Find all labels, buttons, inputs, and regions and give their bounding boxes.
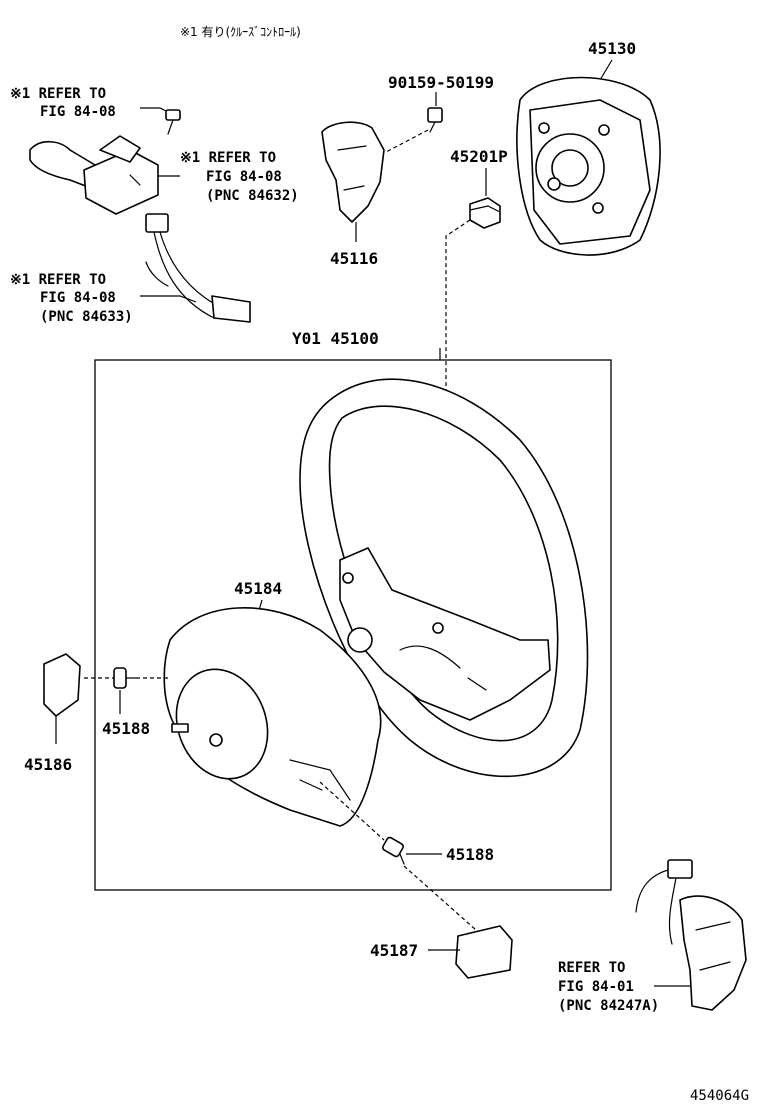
ref2-line3: (PNC 84632)	[206, 188, 299, 204]
wire-harness-icon	[145, 213, 251, 323]
part-45188a-label[interactable]: 45188	[102, 719, 150, 738]
cap-45186-icon	[43, 653, 81, 717]
part-45184-label[interactable]: 45184	[234, 579, 282, 598]
p45130-leader	[599, 59, 613, 81]
ref1-callout[interactable]: ※1 REFER TO FIG 84-08	[10, 86, 116, 120]
nut-45201p-icon	[469, 197, 501, 229]
part-45186-label[interactable]: 45186	[24, 755, 72, 774]
assembly-label[interactable]: Y01 45100	[292, 329, 379, 348]
assembly-frame	[94, 359, 612, 891]
ref1-line2: FIG 84-08	[40, 104, 116, 120]
ref2-line2: FIG 84-08	[206, 169, 282, 185]
switch-45116-icon	[321, 121, 385, 223]
bolt-90159-icon	[427, 107, 443, 133]
lower-cover-45184-icon	[163, 607, 382, 827]
bolt-90159-dashline	[385, 129, 429, 153]
part-45201p-label[interactable]: 45201P	[450, 147, 508, 166]
ref4-line1: REFER TO	[558, 960, 625, 976]
ref4-line3: (PNC 84247A)	[558, 998, 659, 1014]
part-45188b-label[interactable]: 45188	[446, 845, 494, 864]
ref3-line1: ※1 REFER TO	[10, 272, 106, 288]
ref1-line1: ※1 REFER TO	[10, 86, 106, 102]
screw-lower-dashline	[319, 781, 385, 841]
airbag-45130-icon	[516, 76, 661, 256]
screw-45188-left-icon	[113, 667, 137, 689]
header-note: ※1 有り(ｸﾙｰｽﾞｺﾝﾄﾛｰﾙ)	[180, 25, 301, 39]
small-screw-icon	[165, 109, 181, 135]
ref2-line1: ※1 REFER TO	[180, 150, 276, 166]
part-45130-label[interactable]: 45130	[588, 39, 636, 58]
ref4-callout[interactable]: REFER TO FIG 84-01 (PNC 84247A)	[558, 960, 659, 1014]
ref2-callout[interactable]: ※1 REFER TO FIG 84-08 (PNC 84632)	[180, 150, 299, 204]
screw-45188-lower-icon	[382, 836, 405, 865]
figure-code: 454064G	[690, 1088, 749, 1104]
switch-harness-icon	[635, 859, 747, 1011]
part-90159-label[interactable]: 90159-50199	[388, 73, 494, 92]
cover-dashline	[403, 865, 477, 931]
cover-45187-icon	[455, 925, 513, 979]
part-45187-label[interactable]: 45187	[370, 941, 418, 960]
ref3-line2: FIG 84-08	[40, 290, 116, 306]
combination-switch-icon	[29, 135, 159, 215]
ref4-line2: FIG 84-01	[558, 979, 634, 995]
part-45116-label[interactable]: 45116	[330, 249, 378, 268]
ref3-line3: (PNC 84633)	[40, 309, 133, 325]
ref3-callout[interactable]: ※1 REFER TO FIG 84-08 (PNC 84633)	[10, 272, 133, 325]
steering-wheel-icon	[299, 378, 589, 778]
ref3-leader	[140, 295, 197, 303]
clip-icon	[171, 723, 189, 733]
